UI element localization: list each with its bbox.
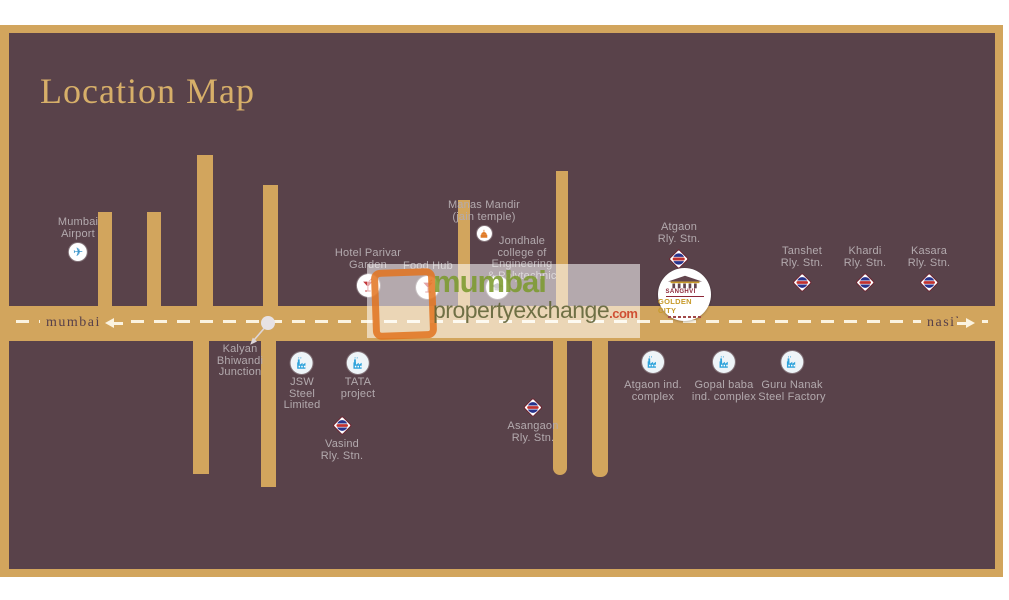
railway-station-icon bbox=[855, 272, 876, 293]
factory-icon bbox=[713, 351, 735, 373]
factory-icon bbox=[641, 351, 664, 373]
junction-dot-icon bbox=[261, 316, 275, 330]
watermark-tld: .com bbox=[609, 306, 638, 321]
arrow-left-icon bbox=[103, 318, 125, 328]
project-name-main: GOLDEN CITY bbox=[658, 297, 692, 315]
factory-icon bbox=[781, 351, 803, 373]
road-vertical bbox=[147, 212, 161, 308]
brand-square-icon bbox=[370, 267, 438, 341]
railway-station-icon bbox=[332, 415, 353, 436]
road-vertical bbox=[197, 155, 213, 308]
watermark-word1: mumbai bbox=[433, 264, 547, 299]
map-block-south bbox=[9, 341, 995, 569]
project-badge-sanghvi-golden-city: SANGHVI GOLDEN CITY bbox=[658, 268, 711, 321]
factory-icon bbox=[291, 352, 313, 374]
factory-icon bbox=[346, 352, 369, 374]
road-label-mumbai: mumbai bbox=[40, 314, 107, 331]
poi-atgaon-ind-complex: Atgaon ind.complex bbox=[624, 351, 682, 403]
project-name-top: SANGHVI bbox=[665, 289, 704, 297]
railway-station-icon bbox=[919, 272, 940, 293]
airplane-icon: ✈ bbox=[68, 243, 87, 261]
junction-pointer-arrow-icon bbox=[247, 327, 267, 348]
watermark-word2: propertyexchange.com bbox=[433, 297, 638, 323]
road-vertical bbox=[98, 212, 112, 308]
watermark-mumbai-property-exchange: mumbai propertyexchange.com bbox=[367, 264, 640, 341]
railway-station-icon bbox=[523, 397, 544, 418]
railway-station-icon bbox=[792, 272, 813, 293]
temple-icon bbox=[476, 226, 492, 241]
map-block-north bbox=[9, 33, 995, 306]
page-title: Location Map bbox=[40, 71, 255, 111]
road-vertical bbox=[261, 340, 276, 487]
road-vertical bbox=[553, 340, 567, 475]
building-logo-icon bbox=[667, 275, 702, 289]
railway-station-icon bbox=[668, 248, 690, 270]
road-vertical bbox=[193, 340, 209, 474]
poi-manas-mandir: Manas Mandir(jain temple) bbox=[448, 199, 520, 241]
road-vertical bbox=[263, 185, 278, 308]
road-vertical bbox=[592, 340, 608, 477]
arrow-right-icon bbox=[955, 318, 977, 328]
project-tagline-decoration bbox=[667, 316, 702, 318]
